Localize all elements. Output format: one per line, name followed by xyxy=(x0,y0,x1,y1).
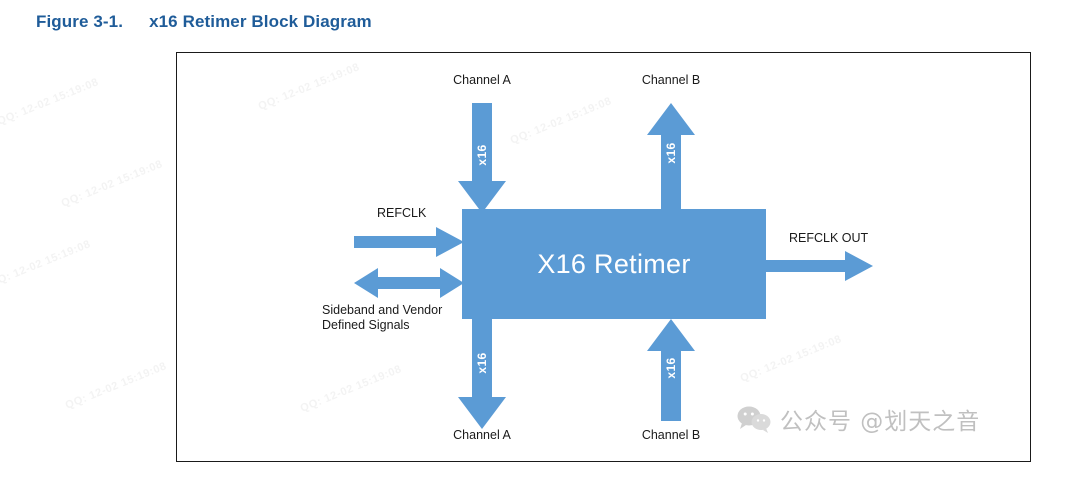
port-label-sideband-line2: Defined Signals xyxy=(322,318,410,332)
figure-frame: QQ: 12-02 15:19:08 QQ: 12-02 15:19:08 QQ… xyxy=(176,52,1031,462)
port-label-bottom-left: Channel A xyxy=(453,428,511,442)
lane-width-label-bottom-right: x16 xyxy=(664,357,678,379)
wechat-icon xyxy=(737,406,771,433)
arrow-bottom-right-up xyxy=(647,319,695,421)
arrow-sideband-bidirectional xyxy=(354,268,464,298)
port-label-top-left: Channel A xyxy=(453,73,511,87)
wechat-watermark: 公众号 @划天之音 xyxy=(737,402,980,436)
port-label-top-right: Channel B xyxy=(641,73,701,87)
port-label-bottom-right: Channel B xyxy=(641,428,701,442)
arrow-top-left-down xyxy=(458,103,506,213)
background-watermark: QQ: 12-02 15:19:08 xyxy=(59,158,165,210)
figure-title: x16 Retimer Block Diagram xyxy=(149,12,372,31)
lane-width-label-top-right: x16 xyxy=(664,142,678,164)
lane-width-label-top-left: x16 xyxy=(475,144,489,166)
lane-width-label-bottom-left: x16 xyxy=(475,352,489,374)
background-watermark: QQ: 12-02 15:19:08 xyxy=(508,95,614,147)
background-watermark: QQ: 12-02 15:19:08 xyxy=(63,360,169,412)
background-watermark: QQ: 12-02 15:19:08 xyxy=(256,61,362,113)
arrow-refclk-out xyxy=(763,251,873,281)
background-watermark: QQ: 12-02 15:19:08 xyxy=(0,76,101,128)
diagram-canvas: QQ: 12-02 15:19:08 QQ: 12-02 15:19:08 QQ… xyxy=(177,53,1030,461)
arrow-top-right-up xyxy=(647,103,695,213)
background-watermark: QQ: 12-02 15:19:08 xyxy=(298,363,404,415)
background-watermark: QQ: 12-02 15:19:08 xyxy=(738,333,844,385)
background-watermark: QQ: 12-02 15:19:08 xyxy=(0,238,93,290)
port-label-refclk-out: REFCLK OUT xyxy=(789,231,869,245)
retimer-block: X16 Retimer xyxy=(462,209,766,319)
figure-number: Figure 3-1. xyxy=(36,12,124,31)
port-label-refclk-in: REFCLK xyxy=(377,206,427,220)
retimer-block-label: X16 Retimer xyxy=(537,248,691,279)
port-label-sideband-line1: Sideband and Vendor xyxy=(322,303,443,317)
arrow-bottom-left-down xyxy=(458,319,506,429)
figure-caption: Figure 3-1. x16 Retimer Block Diagram xyxy=(36,12,372,32)
arrow-refclk-in xyxy=(354,227,464,257)
wechat-watermark-text: 公众号 @划天之音 xyxy=(780,409,981,435)
